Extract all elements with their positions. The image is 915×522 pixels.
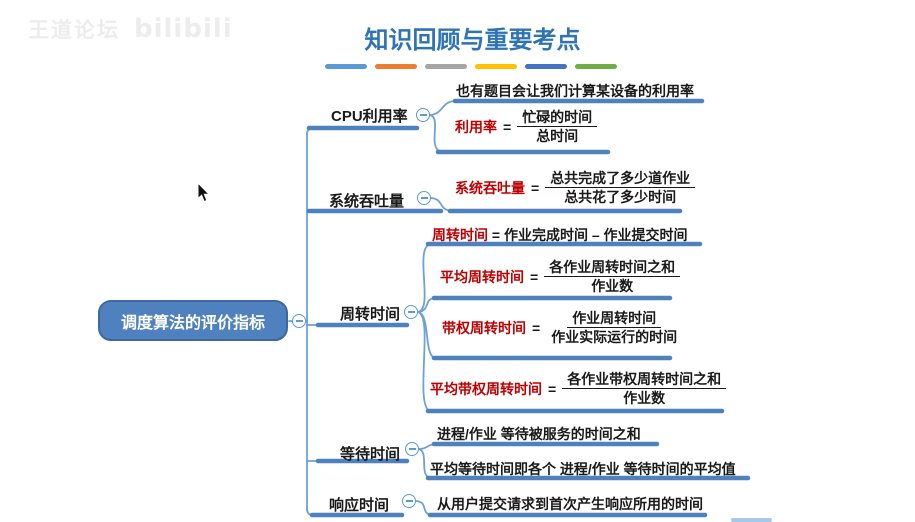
fraction-denominator: 作业实际运行的时间: [551, 329, 678, 346]
divider-bar: [325, 64, 367, 69]
mouse-cursor: [197, 183, 211, 203]
collapse-toggle-turnaround[interactable]: [404, 305, 418, 319]
formula-label: 带权周转时间: [442, 319, 526, 336]
definition-turnaround: 周转时间 = 作业完成时间 – 作业提交时间: [432, 225, 688, 245]
collapse-toggle-waiting[interactable]: [405, 442, 419, 456]
note-waiting-average: 平均等待时间即各个 进程/作业 等待时间的平均值: [430, 461, 736, 477]
collapse-toggle-cpu[interactable]: [416, 108, 430, 122]
formula-weighted-turnaround: 带权周转时间 = 作业周转时间 作业实际运行的时间: [442, 309, 682, 346]
watermark-site-name: 王道论坛: [28, 19, 120, 42]
formula-label: 利用率: [455, 118, 497, 135]
note-waiting-sum: 进程/作业 等待被服务的时间之和: [437, 426, 641, 442]
equals-sign: =: [503, 118, 512, 135]
fraction: 总共完成了多少道作业 总共花了多少时间: [545, 169, 696, 206]
fraction-denominator: 作业数: [591, 278, 634, 295]
divider-bar: [425, 64, 467, 69]
root-node[interactable]: 调度算法的评价指标: [98, 300, 288, 341]
fraction-numerator: 总共完成了多少道作业: [545, 169, 696, 189]
fraction-numerator: 作业周转时间: [567, 309, 662, 329]
branch-cpu-utilization[interactable]: CPU利用率: [331, 108, 408, 125]
divider-bar: [375, 64, 417, 69]
definition-text: = 作业完成时间 – 作业提交时间: [491, 227, 688, 243]
divider-bars: [325, 64, 617, 69]
branch-waiting[interactable]: 等待时间: [340, 446, 401, 463]
fraction-numerator: 忙碌的时间: [517, 108, 598, 128]
divider-bar: [575, 64, 617, 69]
watermark: 王道论坛 bilibili: [28, 14, 233, 44]
note-cpu-device-utilization: 也有题目会让我们计算某设备的利用率: [456, 83, 694, 99]
collapse-toggle-throughput[interactable]: [417, 191, 431, 205]
fraction: 忙碌的时间 总时间: [517, 108, 598, 145]
fraction: 各作业带权周转时间之和 作业数: [562, 370, 727, 407]
formula-label: 系统吞吐量: [455, 179, 525, 196]
bilibili-logo: bilibili: [134, 14, 233, 44]
fraction-denominator: 总共花了多少时间: [564, 189, 677, 206]
branch-throughput[interactable]: 系统吞吐量: [329, 193, 405, 210]
divider-bar: [525, 64, 567, 69]
formula-label: 平均周转时间: [440, 268, 524, 285]
fraction: 各作业周转时间之和 作业数: [544, 258, 681, 295]
formula-throughput: 系统吞吐量 = 总共完成了多少道作业 总共花了多少时间: [455, 169, 696, 206]
branch-response[interactable]: 响应时间: [329, 497, 390, 514]
collapse-toggle-response[interactable]: [402, 494, 416, 508]
fraction-denominator: 作业数: [623, 390, 666, 407]
fraction-numerator: 各作业带权周转时间之和: [562, 370, 727, 390]
equals-sign: =: [548, 380, 557, 397]
fraction-numerator: 各作业周转时间之和: [544, 258, 681, 278]
formula-avg-weighted-turnaround: 平均带权周转时间 = 各作业带权周转时间之和 作业数: [430, 370, 727, 407]
branch-turnaround[interactable]: 周转时间: [340, 306, 401, 323]
divider-bar: [475, 64, 517, 69]
formula-label: 周转时间: [432, 227, 488, 243]
equals-sign: =: [532, 319, 541, 336]
formula-label: 平均带权周转时间: [430, 380, 542, 397]
page-title: 知识回顾与重要考点: [364, 27, 581, 54]
collapse-toggle-root[interactable]: [292, 314, 306, 328]
formula-utilization: 利用率 = 忙碌的时间 总时间: [455, 108, 598, 145]
note-response-definition: 从用户提交请求到首次产生响应所用的时间: [437, 496, 703, 512]
formula-avg-turnaround: 平均周转时间 = 各作业周转时间之和 作业数: [440, 258, 681, 295]
equals-sign: =: [530, 268, 539, 285]
equals-sign: =: [531, 179, 540, 196]
fraction: 作业周转时间 作业实际运行的时间: [546, 309, 682, 346]
fraction-denominator: 总时间: [536, 128, 579, 145]
